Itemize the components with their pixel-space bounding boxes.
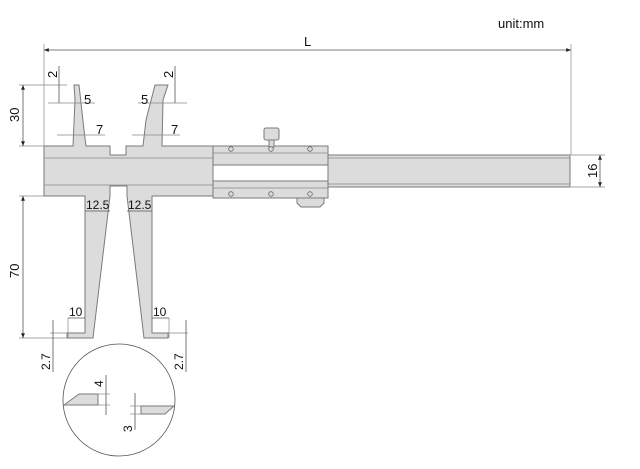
upper-tip-width-left-label: 5 xyxy=(84,92,91,107)
upper-tip-height-right-label: 2 xyxy=(161,71,176,78)
detail-lower-blade-label: 3 xyxy=(121,425,135,432)
upper-base-width-left-label: 7 xyxy=(96,122,103,137)
beam-height-label: 16 xyxy=(585,164,600,178)
lock-screw-stem xyxy=(268,139,275,148)
unit-label: unit:mm xyxy=(498,16,544,31)
upper-tip-height-left-label: 2 xyxy=(45,71,60,78)
caliper-beam xyxy=(327,154,571,188)
lock-screw-knob[interactable] xyxy=(263,127,280,141)
lower-foot-height-right-label: 2.7 xyxy=(172,353,186,370)
lower-base-width-right-label: 12.5 xyxy=(128,198,152,212)
lower-foot-width-left-label: 10 xyxy=(69,305,83,319)
upper-tip-width-right-label: 5 xyxy=(141,92,148,107)
thumb-grip xyxy=(296,197,325,208)
lower-jaw-length-label: 70 xyxy=(7,264,22,278)
upper-jaw-length-label: 30 xyxy=(7,108,22,122)
detail-view-circle xyxy=(62,343,176,457)
upper-base-width-right-label: 7 xyxy=(171,122,178,137)
detail-upper-blade-label: 4 xyxy=(92,380,106,387)
lower-base-width-left-label: 12.5 xyxy=(86,198,110,212)
lower-foot-width-right-label: 10 xyxy=(153,305,167,319)
lower-foot-height-left-label: 2.7 xyxy=(39,353,53,370)
length-label: L xyxy=(304,34,311,49)
screw-icons xyxy=(228,146,313,197)
detail-lower-blade xyxy=(140,405,176,415)
slider-lower xyxy=(212,180,329,199)
